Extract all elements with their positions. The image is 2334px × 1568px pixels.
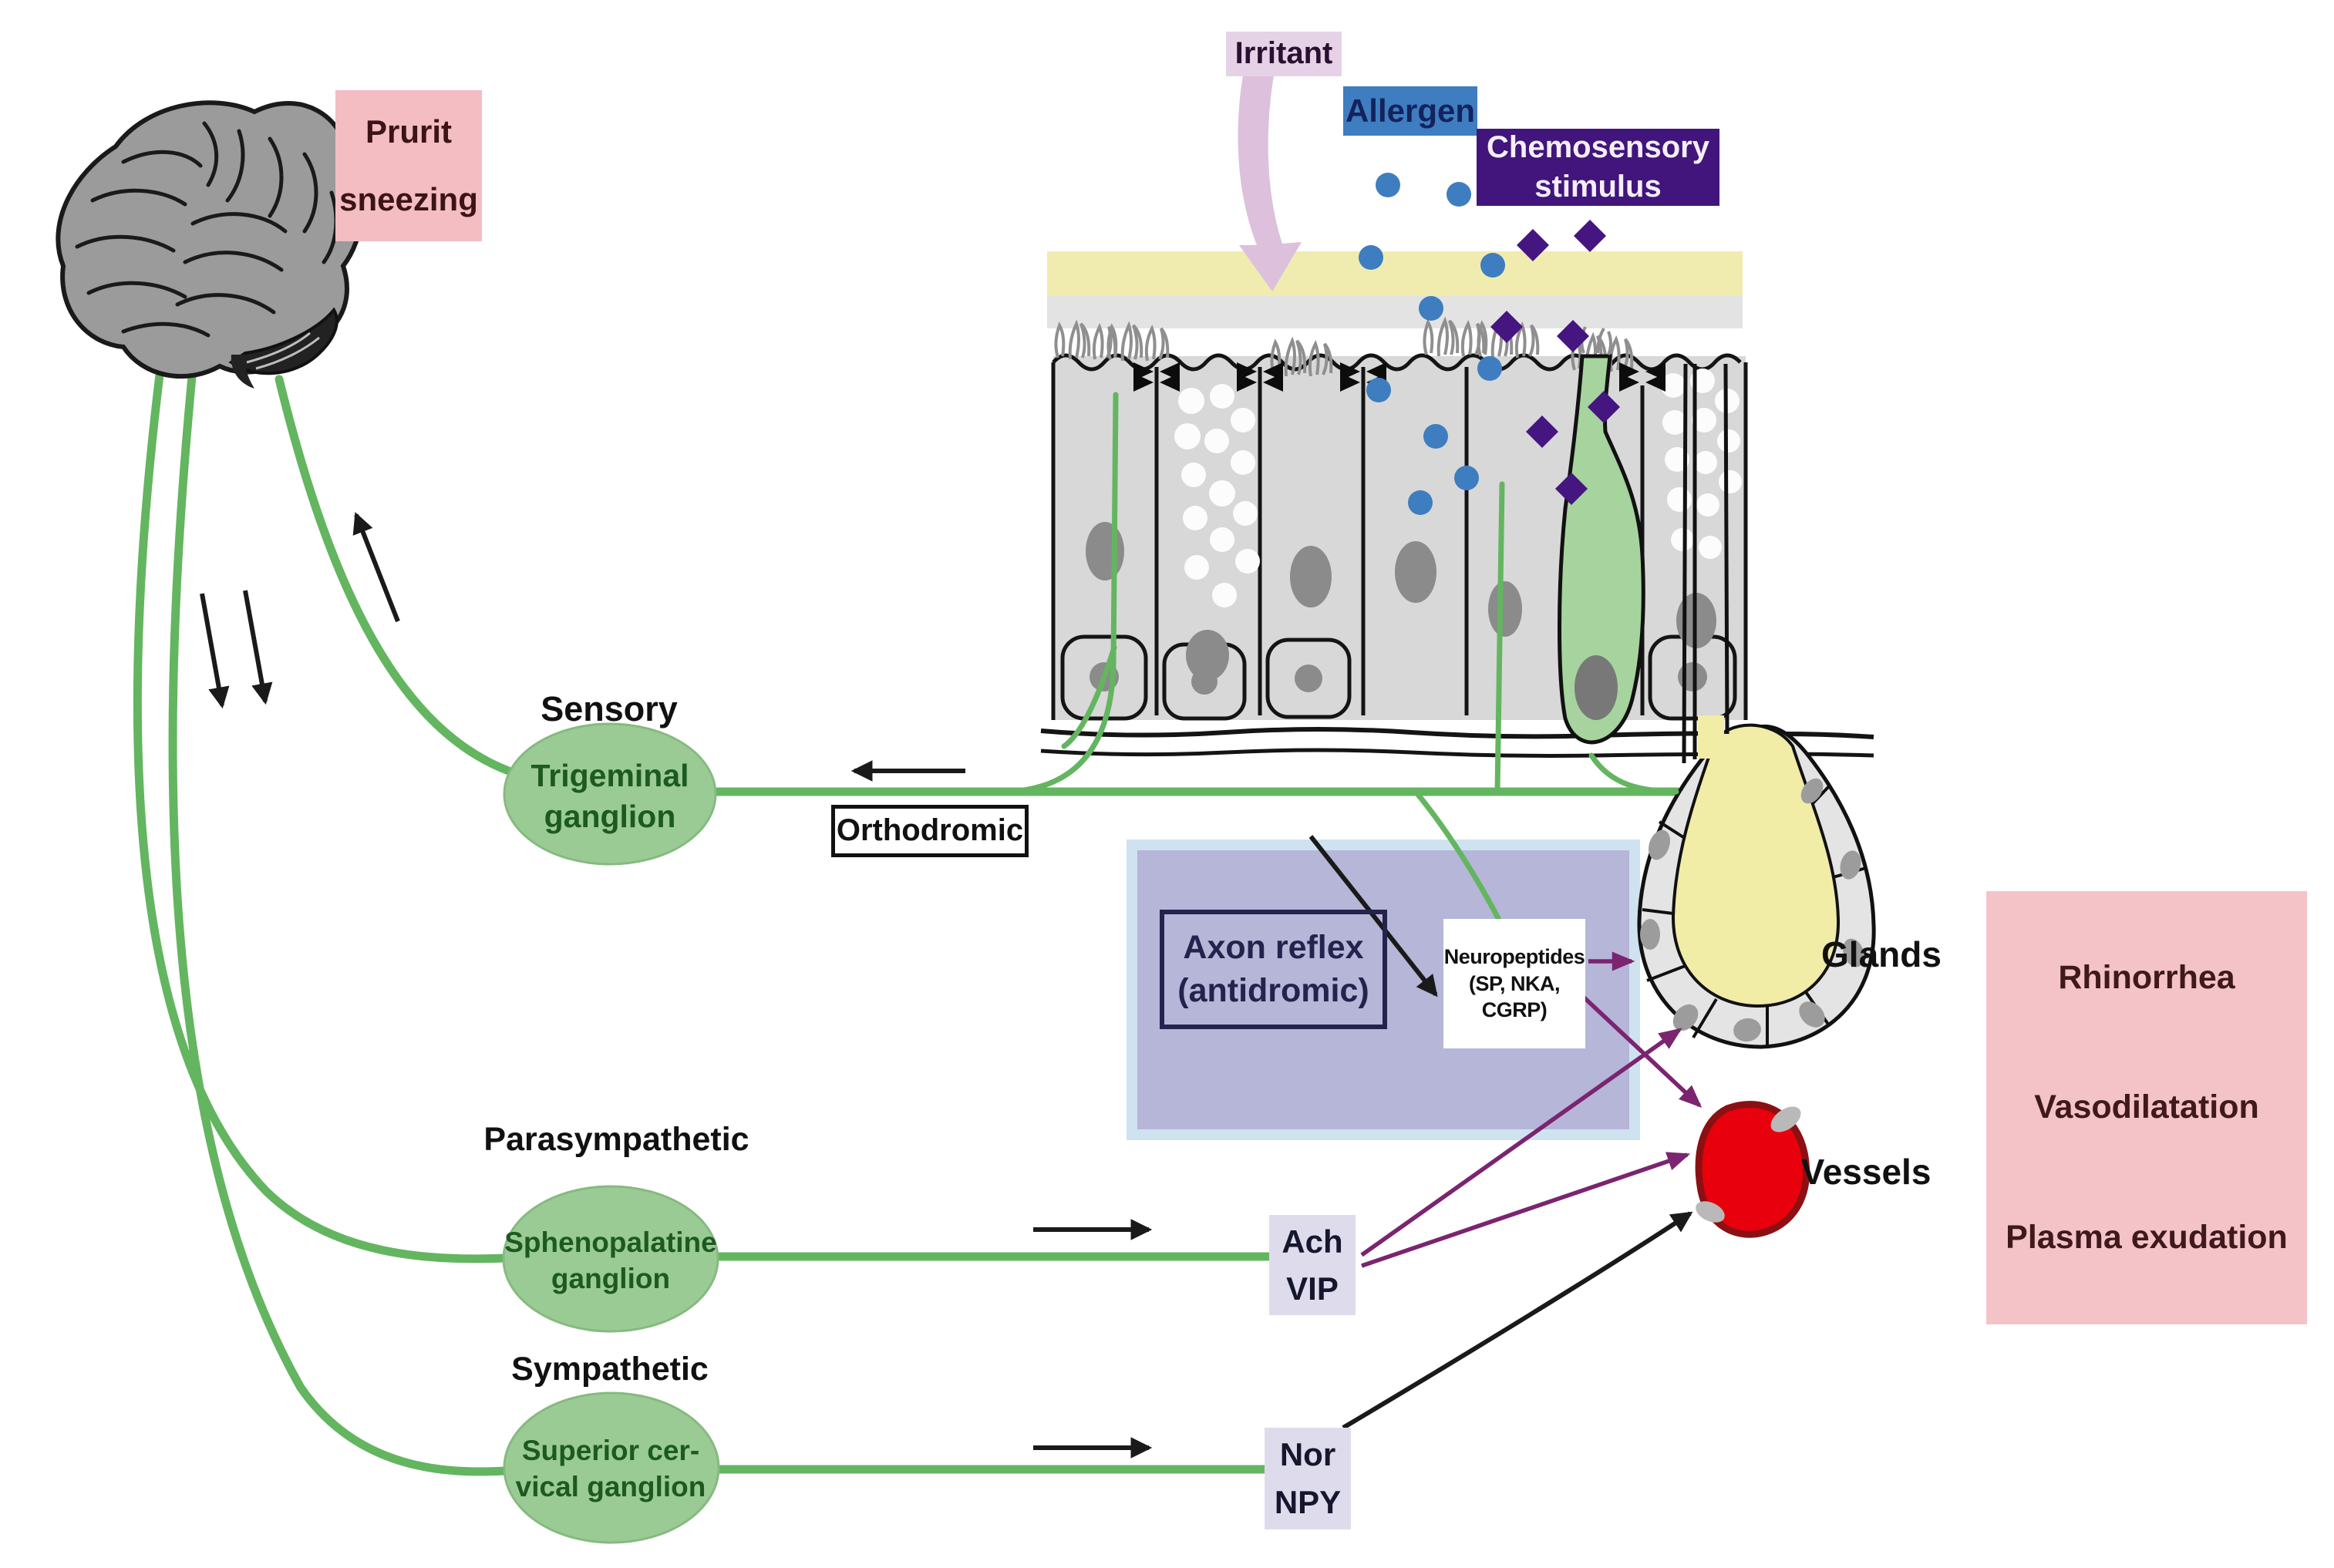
nerve-fibers — [1005, 392, 1679, 951]
parasympathetic-label: Parasympathetic — [483, 1121, 749, 1159]
nerve-trunk-lines — [133, 364, 1682, 1476]
chemosensory-cell — [1558, 326, 1645, 745]
sphenopalatine-ganglion-ellipse — [502, 1185, 719, 1333]
nor-npy-box: Nor NPY — [1265, 1428, 1351, 1529]
brain-direction-arrows — [200, 512, 400, 709]
glands-label: Glands — [1821, 934, 1942, 974]
chemosensory-stimulus-box: Chemosensory stimulus — [1477, 129, 1719, 206]
sneezing-line: sneezing — [339, 181, 478, 218]
allergen-particles — [1359, 173, 1505, 515]
mucus-layer — [1047, 251, 1743, 328]
trigeminal-ganglion-ellipse — [503, 722, 717, 866]
effects-box: Rhinorrhea Vasodilatation Plasma exudati… — [1986, 891, 2307, 1324]
ach-vip-box: Ach VIP — [1269, 1215, 1356, 1315]
axon-reflex-box: Axon reflex (antidromic) — [1160, 910, 1387, 1029]
superior-cervical-ganglion-label: Superior cer- vical ganglion — [515, 1434, 706, 1502]
irritant-arrow — [1238, 76, 1302, 291]
pathway-arrows — [850, 760, 1693, 1459]
effect-vasodilatation: Vasodilatation — [2034, 1089, 2259, 1126]
allergen-box: Allergen — [1343, 86, 1477, 136]
superior-cervical-ganglion-ellipse — [503, 1391, 720, 1544]
gland-illustration — [1637, 363, 1876, 1049]
prurit-sneezing-box: Prurit sneezing — [335, 90, 482, 241]
sphenopalatine-ganglion-label: Sphenopalatine ganglion — [504, 1226, 717, 1294]
orthodromic-box: Orthodromic — [831, 805, 1029, 857]
vessels-label: Vessels — [1800, 1151, 1932, 1192]
irritant-box: Irritant — [1226, 32, 1342, 76]
epithelium-illustration — [1040, 319, 1874, 758]
ganglion-ellipses — [502, 722, 720, 1544]
mediator-arrows — [1360, 951, 1703, 1268]
effect-rhinorrhea: Rhinorrhea — [2058, 958, 2235, 996]
sensory-label: Sensory — [541, 689, 678, 729]
vessel-illustration — [1695, 1101, 1810, 1238]
trigeminal-ganglion-label: Trigeminal ganglion — [530, 758, 689, 834]
sympathetic-label: Sympathetic — [511, 1351, 709, 1388]
brain-illustration — [56, 100, 365, 389]
prurit-line: Prurit — [365, 113, 452, 150]
chemosensory-particles — [1490, 220, 1620, 505]
effect-plasma-exudation: Plasma exudation — [2006, 1219, 2288, 1257]
neuropeptides-box: Neuropeptides (SP, NKA, CGRP) — [1443, 919, 1585, 1048]
